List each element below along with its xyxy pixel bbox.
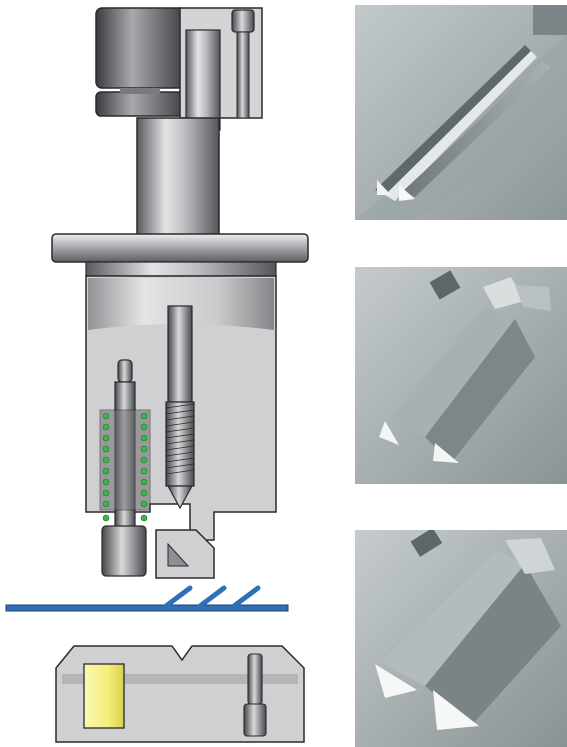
forming-insert xyxy=(155,529,215,579)
lower-die xyxy=(55,645,305,743)
spring-pilot xyxy=(99,359,151,577)
punch-holder xyxy=(95,7,187,117)
photo-stage-3 xyxy=(355,530,567,747)
punch-flange xyxy=(51,233,309,277)
photo-stage-2 xyxy=(355,267,567,484)
sheet-metal-strip xyxy=(5,585,289,612)
forming-die-cross-section xyxy=(5,7,309,743)
punch-shank xyxy=(136,117,220,237)
forming-punch xyxy=(165,305,195,510)
photo-stage-1 xyxy=(355,5,567,220)
upper-plate xyxy=(179,7,263,131)
